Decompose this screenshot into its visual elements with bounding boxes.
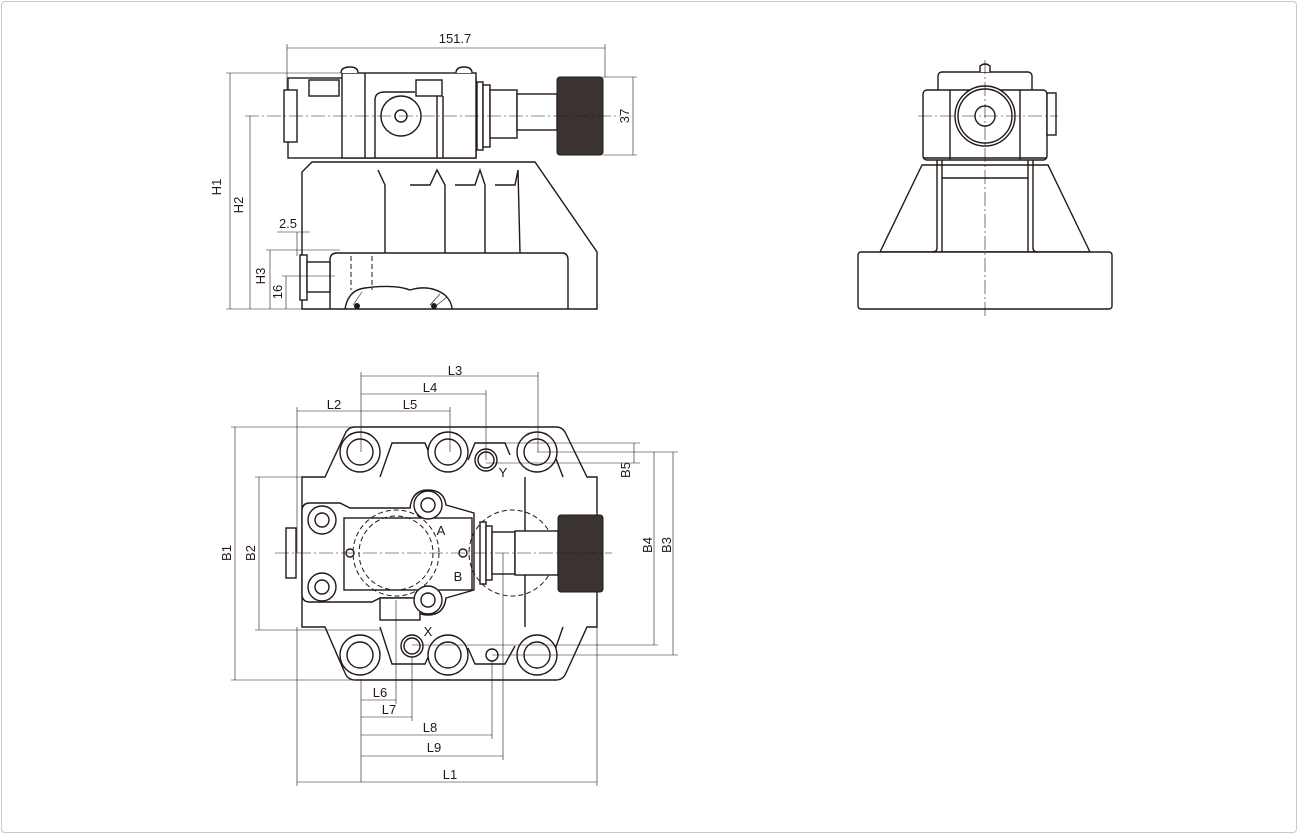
- side-tab: [1046, 92, 1057, 136]
- body-lines: [364, 73, 444, 158]
- dim-16: 16: [270, 285, 285, 299]
- cap-screw-socket: [314, 512, 330, 528]
- cap-screw: [413, 490, 443, 520]
- port-x-inner: [403, 637, 421, 655]
- dim-b4: B4: [640, 537, 655, 553]
- adjuster-knob-top[interactable]: [557, 514, 604, 593]
- cap-screw: [413, 585, 443, 615]
- dimension-lines: [231, 372, 678, 786]
- hatching: [352, 291, 448, 306]
- cap-screw: [307, 572, 337, 602]
- dim-l6: L6: [373, 685, 387, 700]
- top-view: A B Y X L3 L4 L2 L5 B1 B2 B5 B4 B3 L6 L7…: [219, 363, 678, 786]
- cap-screw-socket: [420, 592, 436, 608]
- dim-l9: L9: [427, 740, 441, 755]
- bolt-hole-inner: [434, 438, 462, 466]
- port-y-label: Y: [499, 465, 508, 480]
- port-fitting-flange: [299, 254, 308, 301]
- dim-l1: L1: [443, 767, 457, 782]
- front-ribs: [377, 167, 521, 254]
- bolt-hole: [427, 431, 469, 473]
- port-x-label: X: [424, 624, 433, 639]
- dim-151-7-line: [286, 44, 606, 90]
- bolt-hole-inner: [434, 641, 462, 669]
- dim-h1: H1: [209, 179, 224, 196]
- dim-h2: H2: [231, 197, 246, 214]
- hidden-port: [350, 256, 373, 290]
- dim-l5: L5: [403, 397, 417, 412]
- dim-h3: H3: [253, 268, 268, 285]
- plug-right: [415, 79, 443, 97]
- front-cutaway: [344, 285, 453, 310]
- port-fitting: [306, 261, 331, 293]
- dim-16-line: [282, 275, 335, 309]
- port-a-label: A: [437, 523, 446, 538]
- dim-l7: L7: [382, 702, 396, 717]
- front-base-block: [329, 252, 569, 309]
- bolt-hole: [339, 431, 381, 473]
- adjuster-neck: [489, 89, 518, 139]
- o-ring-right: [431, 303, 437, 309]
- o-ring-left: [354, 303, 360, 309]
- dim-b2: B2: [243, 545, 258, 561]
- dim-2-5-line: [277, 231, 310, 256]
- dim-b3: B3: [659, 537, 674, 553]
- cap-screw-socket: [314, 579, 330, 595]
- bolt-hole-inner: [346, 641, 374, 669]
- dim-h1-line: [226, 72, 342, 310]
- dim-151-7: 151.7: [439, 31, 472, 46]
- port-b-label: B: [454, 569, 463, 584]
- cap-screw-socket: [420, 497, 436, 513]
- screw-head-right: [455, 66, 473, 74]
- plug-left: [308, 79, 340, 97]
- dim-37: 37: [617, 109, 632, 123]
- dim-l3: L3: [448, 363, 462, 378]
- side-view: [857, 60, 1113, 316]
- dim-l4: L4: [423, 380, 437, 395]
- cap-screw: [307, 505, 337, 535]
- dim-b5: B5: [618, 462, 633, 478]
- dim-h3-line: [266, 249, 340, 309]
- front-view: 151.7 37 H1 H2 H3 16 2.5: [209, 31, 637, 310]
- side-neck: [931, 160, 1039, 253]
- screw-head-left: [340, 66, 359, 74]
- pilot-valve-cover: [343, 517, 473, 591]
- dim-b1: B1: [219, 545, 234, 561]
- bolt-hole: [339, 634, 381, 676]
- dim-37-line: [603, 76, 637, 156]
- dim-2-5: 2.5: [279, 216, 297, 231]
- adjuster-stem: [516, 93, 558, 131]
- front-body-outline: [301, 161, 598, 310]
- bolt-hole-inner: [346, 438, 374, 466]
- dim-l8: L8: [423, 720, 437, 735]
- bolt-hole: [427, 634, 469, 676]
- dim-l2: L2: [327, 397, 341, 412]
